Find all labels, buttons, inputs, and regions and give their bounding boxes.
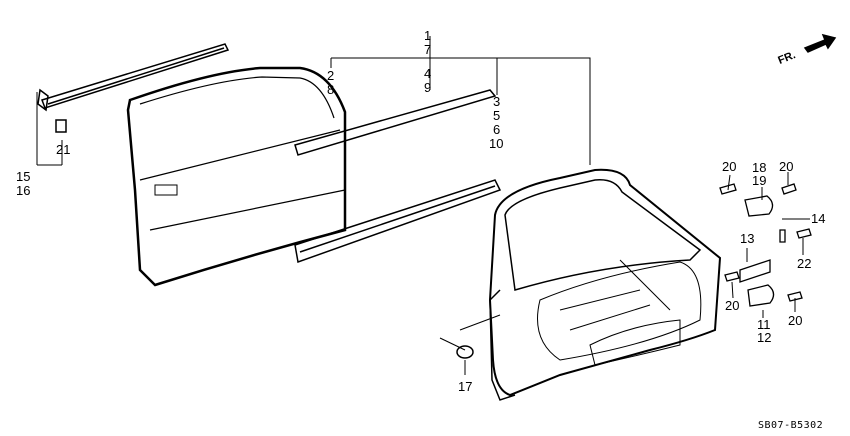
- callout-2: 2: [327, 68, 335, 83]
- callout-20: 20: [788, 313, 803, 328]
- callout-13: 13: [740, 231, 755, 246]
- callout-9: 9: [424, 80, 432, 95]
- callout-1: 1: [424, 28, 432, 43]
- side-sill-molding: [294, 179, 502, 264]
- callout-21: 21: [56, 142, 71, 157]
- callout-19: 19: [752, 173, 767, 188]
- callout-4: 4: [424, 66, 432, 81]
- callout-20: 20: [722, 159, 737, 174]
- callout-3: 3: [493, 94, 501, 109]
- leader-lines: [36, 36, 810, 375]
- callout-16: 16: [16, 183, 31, 198]
- callout-14: 14: [811, 211, 826, 226]
- inner-belt-molding: [294, 89, 497, 156]
- callout-17: 17: [458, 379, 473, 394]
- callout-18: 18: [752, 160, 767, 175]
- door-weatherstrip-seal: [126, 66, 347, 287]
- door-panel: [488, 168, 722, 401]
- callout-11: 11: [757, 317, 771, 332]
- plug-17: [456, 345, 474, 359]
- callout-5: 5: [493, 108, 501, 123]
- hinge-parts: [719, 183, 812, 307]
- callout-8: 8: [327, 82, 335, 97]
- diagram-code: SB07-B5302: [758, 420, 824, 431]
- callout-7: 7: [424, 42, 432, 57]
- callout-22: 22: [797, 256, 812, 271]
- callout-15: 15: [16, 169, 31, 184]
- front-direction-arrow-icon: [803, 33, 837, 53]
- callout-20: 20: [725, 298, 740, 313]
- callout-12: 12: [757, 330, 772, 345]
- callout-10: 10: [489, 136, 504, 151]
- clip-21: [55, 119, 67, 133]
- outer-weatherstrip: [37, 43, 230, 112]
- callout-20: 20: [779, 159, 794, 174]
- callout-6: 6: [493, 122, 501, 137]
